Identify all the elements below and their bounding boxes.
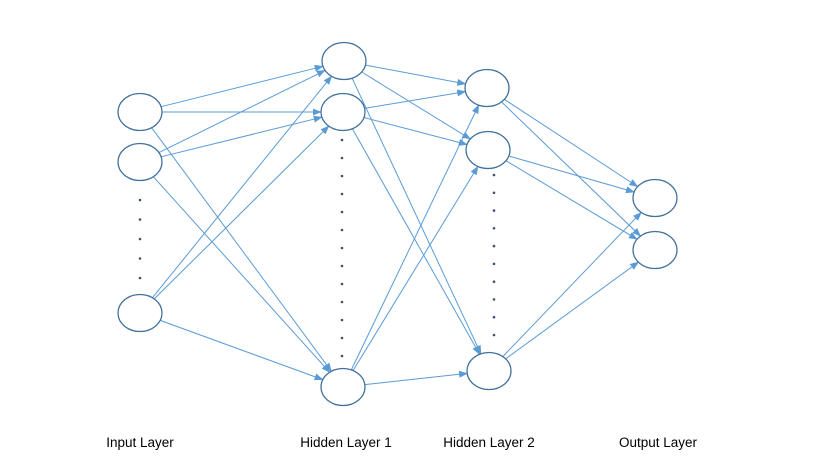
connection-edge [364,370,468,386]
label-hidden-layer-2: Hidden Layer 2 [443,435,535,450]
label-output-layer: Output Layer [619,435,698,450]
connection-edge [365,64,467,86]
neuron-node-i1 [117,92,163,132]
ellipsis-dot [340,228,344,232]
ellipsis-dot [340,138,344,142]
connection-edge [508,155,635,194]
connection-edge [352,165,479,371]
connection-edge [151,127,332,372]
ellipsis-dot [492,262,496,266]
neuron-node-i2 [117,142,163,182]
ellipsis-dot [492,173,496,177]
nodes-layer [117,41,678,407]
connection-edge [152,75,333,299]
connection-edge [501,101,642,237]
neuron-node-h1_2 [320,92,366,132]
ellipsis-dot [138,218,142,221]
ellipsis-dot [340,282,344,286]
connection-edge [351,77,482,355]
ellipsis-dot [340,174,344,178]
ellipsis-dot [340,354,344,358]
connection-edge [505,160,638,240]
ellipsis-dot [340,264,344,268]
neuron-node-h2_1 [464,68,510,108]
connection-edge [363,117,468,146]
ellipsis-dot [138,257,142,260]
ellipsis-dot [138,237,142,241]
edges-layer [151,64,642,386]
connection-edge [160,319,324,381]
connection-edge [504,98,639,188]
dots-layer [138,138,496,358]
ellipsis-dot [138,276,142,280]
connection-edge [350,104,480,371]
ellipsis-dot [340,336,344,340]
ellipsis-dot [340,192,344,196]
connection-edge [505,261,640,360]
ellipsis-dot [492,298,496,301]
ellipsis-dot [492,280,496,284]
ellipsis-dot [340,156,344,160]
neuron-node-h2_3 [466,351,512,391]
ellipsis-dot [340,210,344,214]
ellipsis-dot [492,191,496,195]
neuron-node-i3 [117,293,163,333]
ellipsis-dot [340,300,344,304]
ellipsis-dot [492,315,496,319]
connection-edge [160,115,323,158]
labels-layer: Input Layer Hidden Layer 1 Hidden Layer … [106,435,697,450]
neuron-node-h2_2 [465,130,511,170]
ellipsis-dot [492,227,496,230]
label-input-layer: Input Layer [106,435,174,450]
ellipsis-dot [138,198,142,202]
neuron-node-h1_1 [321,41,367,81]
ellipsis-dot [492,244,496,248]
neuron-node-o1 [632,178,678,218]
connection-edge [364,89,467,109]
connection-edge [502,211,642,357]
neuron-node-h1_3 [320,367,366,407]
ellipsis-dot [492,333,496,337]
connection-edge [361,71,471,140]
connection-edge [351,128,481,355]
connection-edge [158,69,326,154]
label-hidden-layer-1: Hidden Layer 1 [300,435,392,450]
connection-edge [153,125,330,300]
ellipsis-dot [340,318,344,322]
neuron-node-o2 [632,230,678,270]
ellipsis-dot [340,246,344,250]
ellipsis-dot [492,209,496,212]
connection-edge [152,176,331,373]
connection-edge [160,64,324,108]
